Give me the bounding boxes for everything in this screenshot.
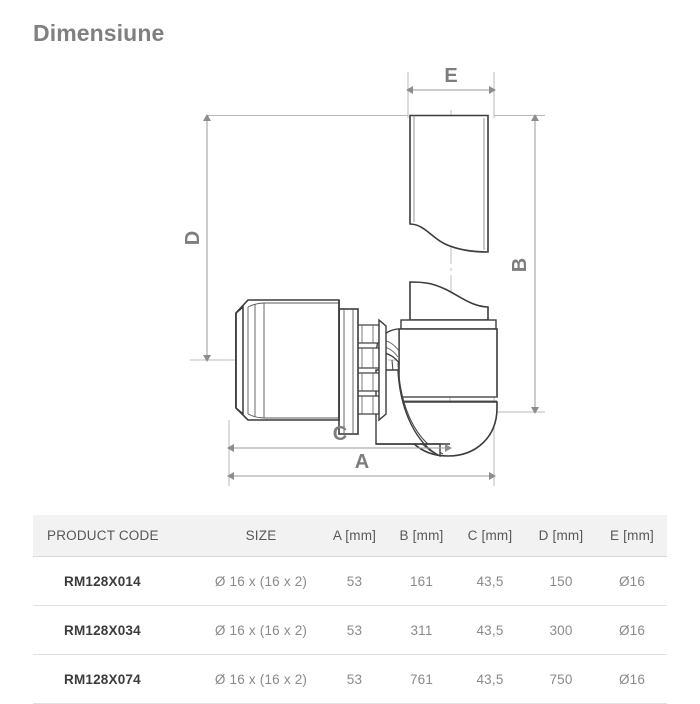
cell-product-code: RM128X014 xyxy=(33,556,201,606)
dimension-d: D xyxy=(182,114,211,362)
cell-d: 150 xyxy=(525,556,597,606)
cell-e: Ø16 xyxy=(597,654,667,704)
dimension-c: C xyxy=(227,423,452,452)
press-sleeve-lines xyxy=(247,302,339,419)
table-header-row: PRODUCT CODE SIZE A [mm] B [mm] C [mm] D… xyxy=(33,515,667,557)
cell-d: 300 xyxy=(525,605,597,655)
cell-e: Ø16 xyxy=(597,605,667,655)
table-header: PRODUCT CODE SIZE A [mm] B [mm] C [mm] D… xyxy=(33,515,667,557)
cell-c: 43,5 xyxy=(455,654,525,704)
technical-drawing: D B E C A xyxy=(0,52,700,502)
cell-product-code: RM128X074 xyxy=(33,654,201,704)
elbow-lower-transition xyxy=(375,369,441,458)
cell-size: Ø 16 x (16 x 2) xyxy=(201,556,321,606)
dimension-label-a: A xyxy=(355,451,369,473)
cell-b: 311 xyxy=(388,605,455,655)
column-header-c: C [mm] xyxy=(455,515,525,557)
cell-b: 761 xyxy=(388,654,455,704)
cell-a: 53 xyxy=(321,605,388,655)
press-insert-rib-detail xyxy=(361,325,374,414)
specification-table: PRODUCT CODE SIZE A [mm] B [mm] C [mm] D… xyxy=(33,515,667,704)
column-header-a: A [mm] xyxy=(321,515,388,557)
page-title: Dimensiune xyxy=(33,20,165,46)
table-row: RM128X034 Ø 16 x (16 x 2) 53 311 43,5 30… xyxy=(33,605,667,655)
cell-c: 43,5 xyxy=(455,605,525,655)
elbow-barrel xyxy=(398,328,498,398)
table-body: RM128X014 Ø 16 x (16 x 2) 53 161 43,5 15… xyxy=(33,556,667,704)
cell-size: Ø 16 x (16 x 2) xyxy=(201,605,321,655)
pipe-inner-lines xyxy=(413,115,485,250)
elbow-collar xyxy=(400,319,497,330)
press-tapered-collar xyxy=(378,318,387,422)
dimension-label-c: C xyxy=(333,423,347,445)
column-header-e: E [mm] xyxy=(597,515,667,557)
cell-e: Ø16 xyxy=(597,556,667,606)
press-sleeve-flare xyxy=(235,305,244,416)
dimension-label-b: B xyxy=(509,258,531,272)
drawing-geometry: D B E C A xyxy=(182,65,545,486)
column-header-d: D [mm] xyxy=(525,515,597,557)
vertical-pipe-lower xyxy=(409,281,489,321)
dimension-label-e: E xyxy=(444,65,457,87)
cell-size: Ø 16 x (16 x 2) xyxy=(201,654,321,704)
vertical-pipe-upper xyxy=(409,114,489,253)
dimension-a: A xyxy=(227,451,496,480)
press-sleeve-edge xyxy=(235,300,340,420)
flange-plate xyxy=(338,308,359,435)
table-row: RM128X014 Ø 16 x (16 x 2) 53 161 43,5 15… xyxy=(33,556,667,606)
flange-plate-lines xyxy=(343,309,354,434)
column-header-product-code: PRODUCT CODE xyxy=(33,515,201,557)
elbow-band-lines xyxy=(399,396,497,402)
dimension-e: E xyxy=(406,65,496,94)
cell-d: 750 xyxy=(525,654,597,704)
press-sleeve-outline xyxy=(235,299,340,421)
cell-b: 161 xyxy=(388,556,455,606)
specification-table-container: PRODUCT CODE SIZE A [mm] B [mm] C [mm] D… xyxy=(33,515,667,704)
dimension-b: B xyxy=(509,114,539,414)
dimension-label-d: D xyxy=(182,231,204,245)
cell-product-code: RM128X034 xyxy=(33,605,201,655)
table-row: RM128X074 Ø 16 x (16 x 2) 53 761 43,5 75… xyxy=(33,654,667,704)
cell-a: 53 xyxy=(321,556,388,606)
cell-a: 53 xyxy=(321,654,388,704)
column-header-size: SIZE xyxy=(201,515,321,557)
column-header-b: B [mm] xyxy=(388,515,455,557)
cell-c: 43,5 xyxy=(455,556,525,606)
